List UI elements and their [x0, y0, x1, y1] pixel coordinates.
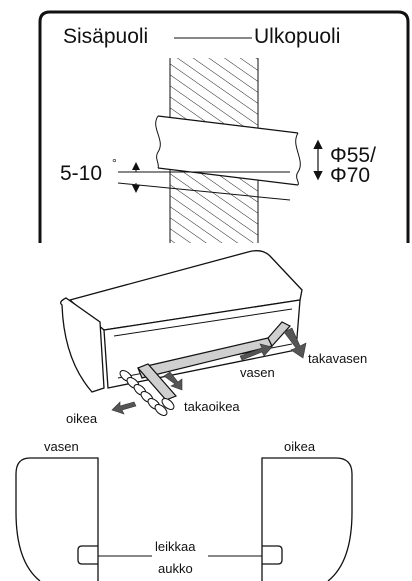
left-arrow	[239, 343, 273, 361]
unit-panel-line-1	[113, 308, 293, 337]
pipe-outer-break	[295, 132, 301, 186]
angle-label: 5-10	[60, 162, 103, 185]
unit-pipe-drop	[136, 363, 178, 401]
unit-pipe-bend	[267, 321, 291, 348]
wall-section-frame	[38, 10, 410, 243]
direction-rear-right-label: takaoikea	[184, 399, 240, 414]
wall-pipe	[158, 116, 298, 185]
direction-left-label: vasen	[240, 365, 275, 380]
left-cut-notch	[77, 545, 98, 565]
cut-label-line1: leikkaa	[155, 539, 196, 554]
right-panel-label: oikea	[284, 439, 316, 454]
outside-label: Ulkopuoli	[254, 25, 341, 48]
left-panel-label: vasen	[44, 439, 79, 454]
hose-coil-6	[154, 404, 168, 416]
angle-slope-line	[117, 182, 291, 201]
rear-left-arrow	[283, 327, 307, 359]
rear-right-arrow	[163, 371, 183, 391]
pipe-top-edge	[157, 115, 299, 134]
hose-coil-7	[161, 398, 175, 410]
pipe-bottom-edge	[157, 167, 299, 186]
direction-right-label: oikea	[66, 411, 98, 426]
diameter-label-1: Φ55/	[330, 144, 376, 167]
direction-arrows	[111, 327, 307, 415]
unit-front-face	[60, 297, 105, 393]
left-side-panel	[15, 457, 99, 581]
degree-mark: °	[112, 156, 117, 170]
inside-label: Sisäpuoli	[63, 25, 149, 48]
wrapped-hose	[119, 370, 175, 416]
direction-rear-left-label: takavasen	[308, 351, 368, 366]
right-cut-notch	[262, 545, 283, 565]
pipe-inner-break	[155, 115, 161, 169]
right-arrow	[111, 401, 137, 415]
diameter-label-2: Φ70	[330, 164, 371, 187]
right-side-panel	[261, 457, 353, 581]
unit-top-face	[68, 250, 303, 331]
cut-label-line2: aukko	[158, 561, 193, 576]
